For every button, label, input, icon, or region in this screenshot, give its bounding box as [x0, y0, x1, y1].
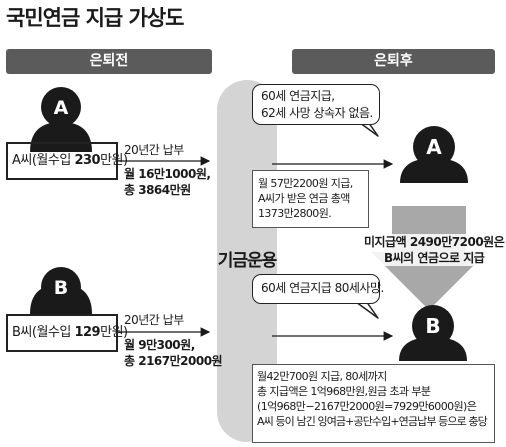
person-b-retired-icon: B: [399, 305, 467, 361]
transfer-line1: 미지급액 2490만7200원은: [364, 235, 505, 249]
person-b-monthly: 월 9만300원,: [124, 338, 195, 352]
person-a-monthly: 월 16만1000원,: [124, 167, 211, 181]
transfer-note: 미지급액 2490만7200원은 B씨의 연금으로 지급: [362, 234, 506, 266]
bubble-a: 60세 연금지급, 62세 사망 상속자 없음.: [252, 84, 380, 125]
box-a-line3: 1373만2800원.: [258, 207, 332, 220]
box-a-payout-text: 월 57만2200원 지급, A씨가 받은 연금 총액 1373만2800원.: [258, 176, 353, 221]
fund-label: 기금운용: [217, 251, 278, 271]
svg-text:A: A: [54, 97, 69, 119]
page-title: 국민연금 지급 가상도: [6, 6, 185, 30]
bubble-b: 60세 연금지급 80세사망.: [252, 274, 384, 304]
bubble-b-line1: 60세 연금지급 80세사망.: [261, 281, 384, 295]
person-a-label: A씨(월수입 230만원): [12, 153, 128, 168]
svg-text:B: B: [425, 314, 440, 338]
person-a-icon: A: [30, 87, 92, 152]
box-b-payout: [252, 364, 495, 443]
person-b-label: B씨(월수입 129만원): [12, 325, 128, 340]
header-before-retirement: 은퇴전: [6, 49, 212, 74]
person-a-retired-icon: A: [400, 126, 468, 183]
box-b-line2: 총 지급액은 1억968만원,원금 초과 부분: [257, 385, 431, 398]
bubble-a-line2: 62세 사망 상속자 없음.: [261, 106, 373, 120]
bubble-a-line1: 60세 연금지급,: [261, 89, 335, 103]
person-b-years: 20년간 납부: [124, 313, 184, 327]
box-b-line3: (1억968만−2167만2000원=7929만6000원)은: [257, 400, 477, 413]
box-a-line1: 월 57만2200원 지급,: [258, 177, 353, 190]
person-b-icon: B: [30, 267, 92, 314]
box-a-line2: A씨가 받은 연금 총액: [258, 192, 350, 205]
person-b-label-box: [6, 314, 118, 352]
box-b-line4: A씨 등이 남긴 잉여금+공단수입+연금납부 등으로 충당: [257, 415, 488, 428]
box-a-payout: [252, 170, 369, 228]
header-after-retirement: 은퇴후: [292, 49, 495, 74]
person-a-total: 총 3864만원: [124, 183, 191, 197]
svg-text:A: A: [426, 135, 442, 159]
box-b-payout-text: 월42만700원 지급, 80세까지 총 지급액은 1억968만원,원금 초과 …: [257, 369, 488, 429]
person-a-years: 20년간 납부: [124, 143, 184, 157]
box-b-line1: 월42만700원 지급, 80세까지: [257, 370, 387, 383]
svg-text:B: B: [54, 277, 68, 299]
person-a-label-box: [6, 142, 118, 180]
person-b-total: 총 2167만2000원: [124, 354, 223, 368]
transfer-line2: B씨의 연금으로 지급: [383, 251, 485, 265]
